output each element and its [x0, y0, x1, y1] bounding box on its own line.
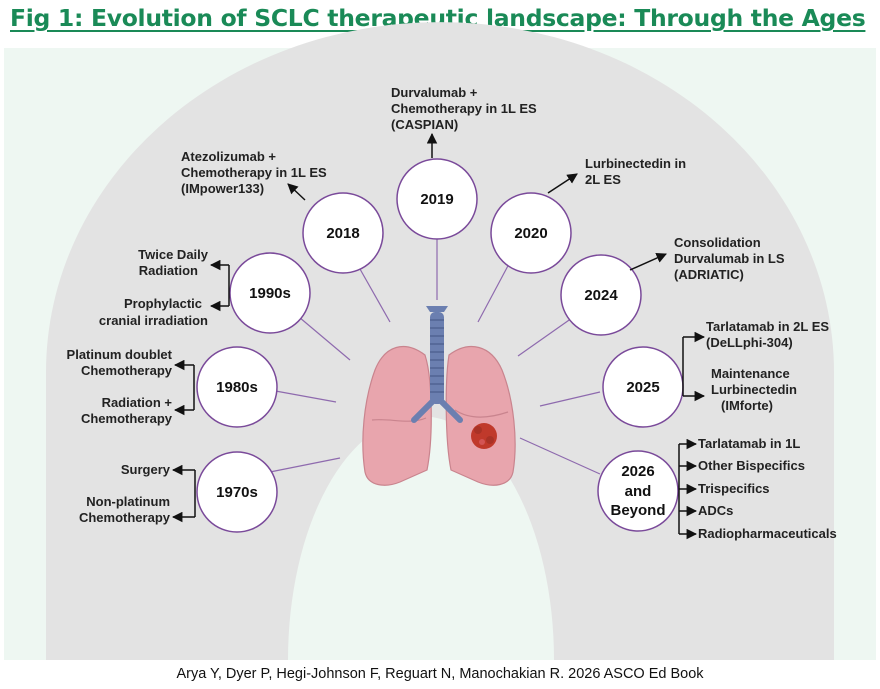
- treatment-2024-line2: Durvalumab in LS: [674, 251, 785, 266]
- year-circle-2018: [302, 192, 384, 274]
- tumor-icon: [471, 423, 497, 449]
- year-label-1980s: 1980s: [216, 379, 258, 396]
- treatment-2020-line2: 2L ES: [585, 172, 621, 187]
- year-circle-1980s: [196, 346, 278, 428]
- treatment-2025-line5: (IMforte): [721, 398, 773, 413]
- treatment-2019-line3: (CASPIAN): [391, 117, 458, 132]
- treatment-2020-line1: Lurbinectedin in: [585, 156, 686, 171]
- treatment-2026-item2: Other Bispecifics: [698, 458, 805, 473]
- treatment-2025-line2: (DeLLphi-304): [706, 335, 793, 350]
- treatment-2019-line2: Chemotherapy in 1L ES: [391, 101, 537, 116]
- trachea-icon: [411, 306, 463, 423]
- treatment-1980s-line4: Chemotherapy: [81, 411, 173, 426]
- year-circle-1990s: [229, 252, 311, 334]
- year-circle-2026: [597, 450, 679, 532]
- treatment-2024-line3: (ADRIATIC): [674, 267, 744, 282]
- connector-lines: [269, 232, 601, 475]
- year-label-2019: 2019: [420, 191, 453, 208]
- treatment-2025-line3: Maintenance: [711, 366, 790, 381]
- year-label-2026-line3: Beyond: [610, 502, 665, 519]
- treatment-2026-item3: Trispecifics: [698, 481, 770, 496]
- treatment-2025-line1: Tarlatamab in 2L ES: [706, 319, 829, 334]
- treatment-1990s-line3: Prophylactic: [124, 296, 202, 311]
- treatment-2018-line3: (IMpower133): [181, 181, 264, 196]
- treatment-2025-line4: Lurbinectedin: [711, 382, 797, 397]
- citation: Arya Y, Dyer P, Hegi-Johnson F, Reguart …: [176, 666, 704, 682]
- treatment-2026-item1: Tarlatamab in 1L: [698, 436, 800, 451]
- treatment-1980s-line3: Radiation +: [102, 395, 173, 410]
- treatment-1990s-line2: Radiation: [139, 263, 198, 278]
- year-circle-2020: [490, 192, 572, 274]
- treatment-1990s-line1: Twice Daily: [138, 247, 209, 262]
- treatment-1980s-line1: Platinum doublet: [67, 347, 173, 362]
- treatment-2026-item4: ADCs: [698, 503, 733, 518]
- year-label-2025: 2025: [626, 379, 659, 396]
- year-label-2026-line1: 2026: [621, 463, 654, 480]
- year-label-2018: 2018: [326, 225, 359, 242]
- treatment-2026-item5: Radiopharmaceuticals: [698, 526, 837, 541]
- right-lung: [445, 346, 516, 486]
- year-circle-1970s: [196, 451, 278, 533]
- left-lung: [362, 346, 432, 486]
- treatment-2018-line1: Atezolizumab +: [181, 149, 276, 164]
- treatment-2024-line1: Consolidation: [674, 235, 761, 250]
- year-label-2024: 2024: [584, 287, 618, 304]
- treatment-2018-line2: Chemotherapy in 1L ES: [181, 165, 327, 180]
- arrows: [171, 132, 706, 540]
- year-label-2020: 2020: [514, 225, 547, 242]
- treatment-1970s-line2: Non-platinum: [86, 494, 170, 509]
- treatment-1990s-line4: cranial irradiation: [99, 313, 208, 328]
- treatment-1970s-line3: Chemotherapy: [79, 510, 171, 525]
- year-label-1990s: 1990s: [249, 285, 291, 302]
- year-label-1970s: 1970s: [216, 484, 258, 501]
- treatment-2019-line1: Durvalumab +: [391, 85, 478, 100]
- year-circle-2019: [396, 158, 478, 240]
- year-circles: [196, 158, 684, 533]
- treatment-1980s-line2: Chemotherapy: [81, 363, 173, 378]
- lungs-icon: [362, 306, 516, 486]
- year-circle-2024: [560, 254, 642, 336]
- treatment-1970s-surgery: Surgery: [121, 462, 171, 477]
- year-label-2026-line2: and: [625, 483, 652, 500]
